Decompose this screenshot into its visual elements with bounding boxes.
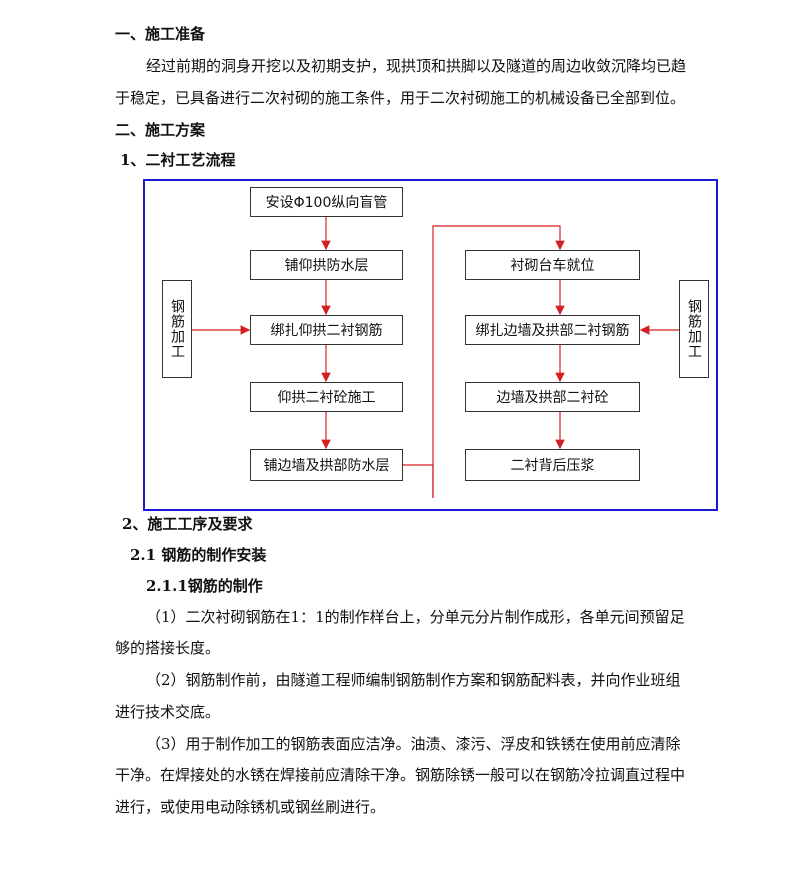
subheading-rebar-fabrication: 2.1.1钢筋的制作 [146,577,263,595]
flow-step-trolley-in-place: 衬砌台车就位 [465,250,640,280]
subheading-procedures: 2、施工工序及要求 [122,515,253,533]
section-heading-plan: 二、施工方案 [115,121,206,139]
flow-step-invert-concrete: 仰拱二衬砼施工 [250,382,403,412]
paragraph-line: 于稳定，已具备进行二次衬砌的施工条件，用于二次衬砌施工的机械设备已全部到位。 [115,89,686,107]
flow-side-rebar-processing-right: 钢筋加工 [679,280,709,378]
connector-lower [403,464,434,498]
flow-step-invert-rebar: 绑扎仰拱二衬钢筋 [250,315,403,345]
subheading-process-flow: 1、二衬工艺流程 [120,151,236,169]
paragraph-line: （2）钢筋制作前，由隧道工程师编制钢筋制作方案和钢筋配料表，并向作业班组 [146,671,681,689]
paragraph-line: 经过前期的洞身开挖以及初期支护，现拱顶和拱脚以及隧道的周边收敛沉降均已趋 [146,57,687,75]
paragraph-line: 进行，或使用电动除锈机或钢丝刷进行。 [115,798,386,816]
paragraph-line: 干净。在焊接处的水锈在焊接前应清除干净。钢筋除锈一般可以在钢筋冷拉调直过程中 [115,766,686,784]
paragraph-line: 进行技术交底。 [115,703,221,721]
flow-step-wall-arch-rebar: 绑扎边墙及拱部二衬钢筋 [465,315,640,345]
flow-step-blind-pipe: 安设Φ100纵向盲管 [250,187,403,217]
flow-side-rebar-processing-left: 钢筋加工 [162,280,192,378]
flow-step-wall-arch-waterproof: 铺边墙及拱部防水层 [250,449,403,481]
subheading-rebar-install: 2.1 钢筋的制作安装 [130,546,267,564]
connector-upper [432,225,565,498]
flowchart-frame [143,179,718,511]
flow-step-wall-arch-concrete: 边墙及拱部二衬砼 [465,382,640,412]
flow-step-invert-waterproof: 铺仰拱防水层 [250,250,403,280]
paragraph-line: 够的搭接长度。 [115,639,221,657]
flow-step-back-grouting: 二衬背后压浆 [465,449,640,481]
section-heading-preparation: 一、施工准备 [115,25,206,43]
paragraph-line: （3）用于制作加工的钢筋表面应洁净。油渍、漆污、浮皮和铁锈在使用前应清除 [146,735,681,753]
paragraph-line: （1）二次衬砌钢筋在1：1的制作样台上，分单元分片制作成形，各单元间预留足 [146,608,685,626]
